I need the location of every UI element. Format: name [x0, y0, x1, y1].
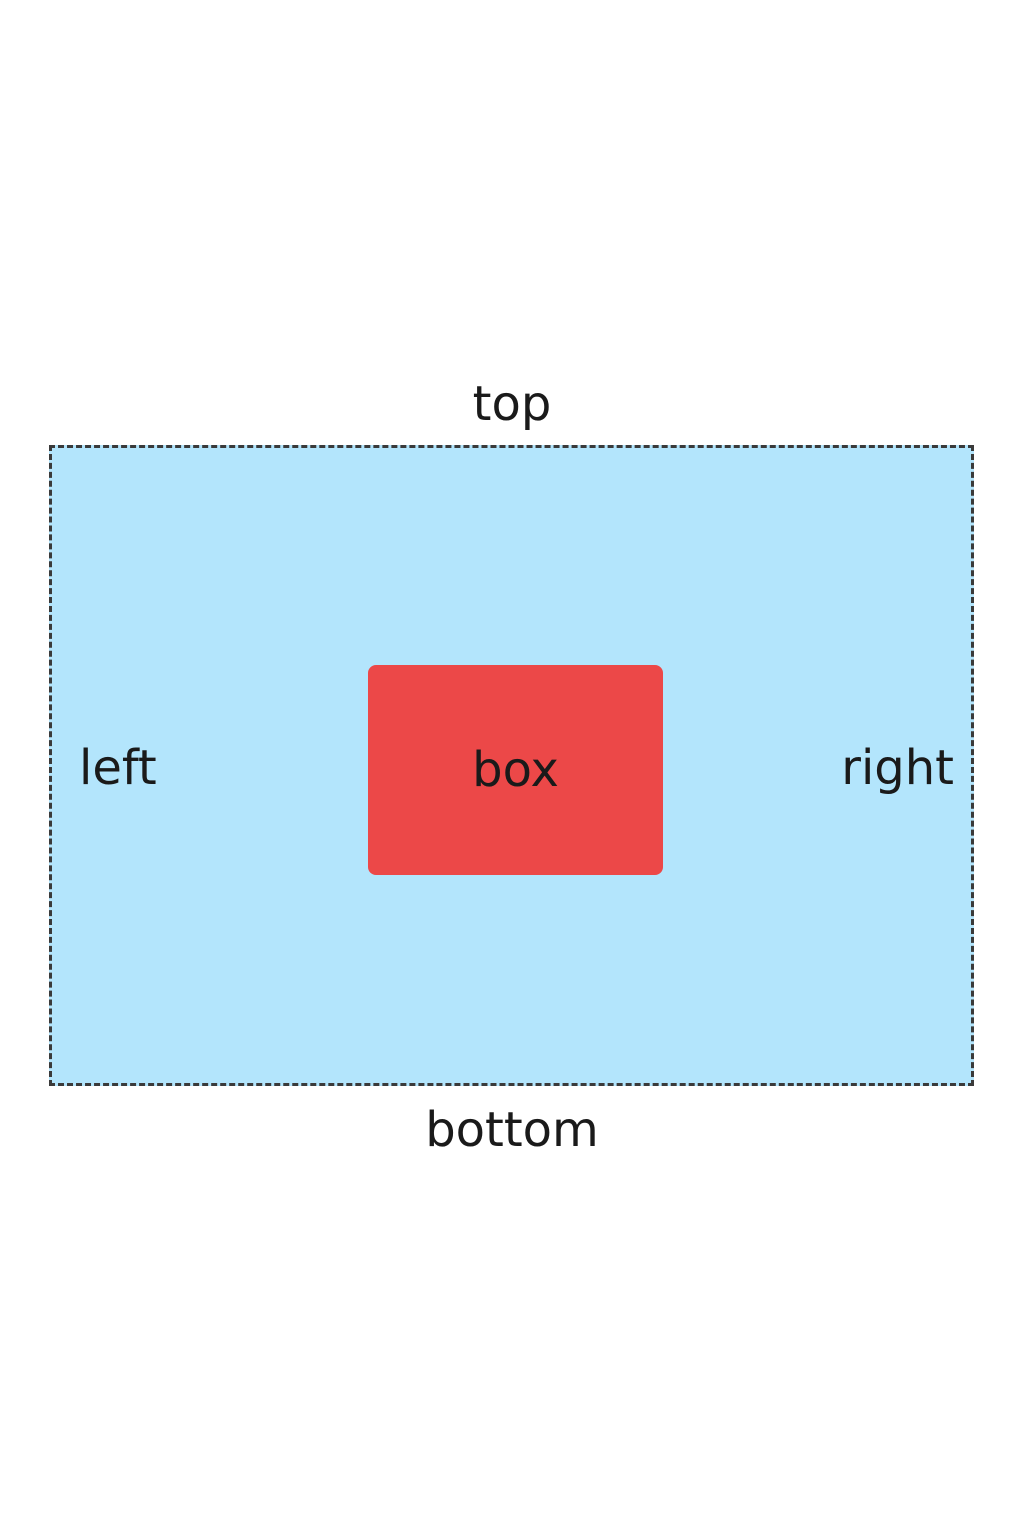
right-label: right — [841, 740, 954, 796]
bottom-label: bottom — [425, 1102, 599, 1158]
container-region: left box right — [49, 445, 974, 1086]
centered-box: box — [368, 665, 663, 875]
left-label: left — [79, 740, 157, 796]
top-label: top — [472, 376, 552, 432]
box-label: box — [472, 742, 559, 798]
